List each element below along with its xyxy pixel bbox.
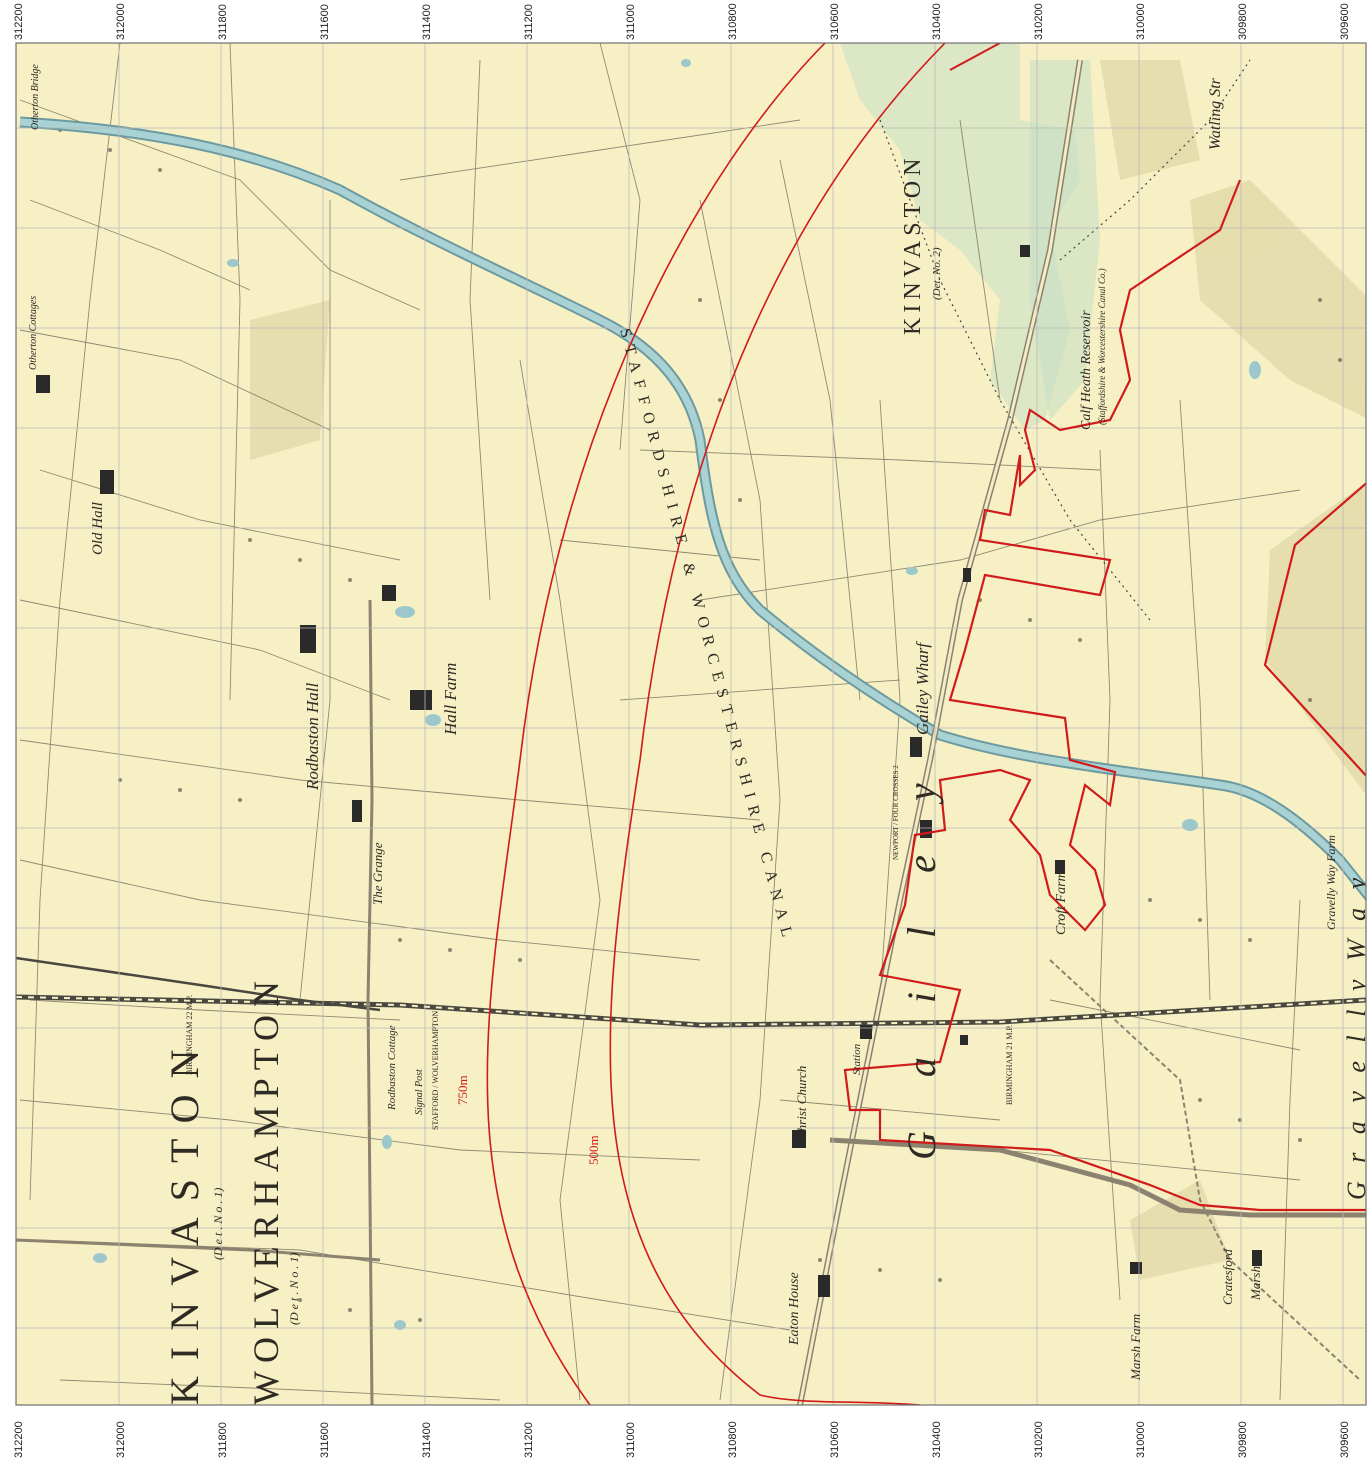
bottom-tick-9: 310400 bbox=[931, 1421, 943, 1458]
map-body: 750m 500m KINVASTON (D e t . N o . 1) WO… bbox=[16, 43, 1371, 1405]
reservoir-water bbox=[1030, 60, 1100, 420]
label-signal-post: Signal Post bbox=[414, 1069, 425, 1115]
top-tick-13: 309600 bbox=[1339, 3, 1351, 40]
gravelly-way-track bbox=[1049, 959, 1361, 1381]
label-stafford-wolverhampton: STAFFORD / WOLVERHAMPTON bbox=[431, 1011, 440, 1130]
paper-background bbox=[16, 43, 1366, 1405]
rodbaston-lane bbox=[366, 599, 374, 1405]
label-watling-street: Watling Str bbox=[1207, 77, 1224, 150]
label-eaton-house: Eaton House bbox=[787, 1272, 802, 1346]
bottom-tick-10: 310200 bbox=[1033, 1421, 1045, 1458]
label-cratesford: Cratesford bbox=[1220, 1249, 1235, 1305]
label-birmingham-22: BIRMINGHAM 22 M.P. bbox=[185, 995, 194, 1075]
top-tick-4: 311400 bbox=[421, 4, 433, 40]
top-tick-10: 310200 bbox=[1033, 3, 1045, 40]
label-croft-farm: Croft Farm bbox=[1054, 871, 1069, 935]
place-wolverhampton: WOLVERHAMPTON bbox=[246, 973, 286, 1405]
label-marsh-farm: Marsh Farm bbox=[1128, 1314, 1143, 1381]
bottom-tick-0: 312200 bbox=[13, 1421, 25, 1458]
bottom-tick-13: 309600 bbox=[1339, 1421, 1351, 1458]
label-newport-four-crosses: NEWPORT / FOUR CROSSES 2 bbox=[892, 765, 900, 860]
canal-water bbox=[19, 118, 1366, 899]
bottom-tick-8: 310600 bbox=[829, 1421, 841, 1458]
buffer-label-750m: 750m bbox=[455, 1075, 470, 1105]
label-old-hall: Old Hall bbox=[90, 502, 106, 555]
label-calf-heath-reservoir: Calf Heath Reservoir bbox=[1079, 310, 1094, 430]
label-the-grange: The Grange bbox=[370, 842, 385, 905]
bottom-tick-1: 312000 bbox=[115, 1421, 127, 1458]
buffer-label-500m: 500m bbox=[586, 1135, 601, 1165]
top-tick-2: 311800 bbox=[217, 4, 229, 40]
label-otherton-cottages: Otherton Cottages bbox=[28, 296, 39, 370]
buffer-750m-line[interactable] bbox=[486, 43, 826, 1405]
top-tick-labels: 312200 312000 311800 311600 311400 31120… bbox=[13, 3, 1351, 40]
ponds bbox=[93, 59, 1261, 1330]
bottom-tick-4: 311400 bbox=[421, 1422, 433, 1458]
grid-lines bbox=[16, 43, 1366, 1405]
label-station: Station bbox=[851, 1043, 863, 1075]
label-gailey-wharf: Gailey Wharf bbox=[913, 641, 932, 735]
label-hall-farm: Hall Farm bbox=[441, 663, 460, 736]
label-birmingham-21: BIRMINGHAM 21 M.P. bbox=[1005, 1025, 1014, 1105]
top-tick-12: 309800 bbox=[1237, 3, 1249, 40]
bottom-tick-12: 309800 bbox=[1237, 1421, 1249, 1458]
railway-siding bbox=[16, 956, 381, 1012]
bottom-tick-5: 311200 bbox=[523, 1422, 535, 1458]
top-tick-8: 310600 bbox=[829, 3, 841, 40]
top-tick-11: 310000 bbox=[1135, 3, 1147, 40]
bottom-tick-6: 311000 bbox=[625, 1422, 637, 1458]
map-neatline bbox=[15, 42, 1367, 1406]
label-marsh: Marsh bbox=[1248, 1266, 1263, 1301]
top-tick-6: 311000 bbox=[625, 4, 637, 40]
gravelly-way-road bbox=[829, 1137, 1366, 1218]
calf-heath-reservoir-area bbox=[840, 43, 1080, 430]
top-tick-0: 312200 bbox=[13, 3, 25, 40]
label-rodbaston-hall: Rodbaston Hall bbox=[303, 683, 322, 791]
top-tick-9: 310400 bbox=[931, 3, 943, 40]
top-tick-3: 311600 bbox=[319, 4, 331, 40]
bottom-tick-11: 310000 bbox=[1135, 1421, 1147, 1458]
label-rodbaston-cottage: Rodbaston Cottage bbox=[386, 1025, 398, 1111]
top-tick-7: 310800 bbox=[727, 3, 739, 40]
top-tick-1: 312000 bbox=[115, 3, 127, 40]
bottom-tick-labels: 312200 312000 311800 311600 311400 31120… bbox=[13, 1421, 1351, 1458]
bottom-tick-3: 311600 bbox=[319, 1422, 331, 1458]
label-christ-church: Christ Church bbox=[794, 1066, 809, 1140]
top-tick-5: 311200 bbox=[523, 4, 535, 40]
place-kinvaston-south: KINVASTON bbox=[162, 1034, 207, 1405]
site-boundary[interactable] bbox=[843, 179, 1370, 1212]
label-calf-heath-sub: (Staffordshire & Worcestershire Canal Co… bbox=[1097, 268, 1107, 425]
kinvaston-lane bbox=[16, 1238, 381, 1262]
hedgerow-trees bbox=[58, 128, 1342, 1322]
bottom-tick-2: 311800 bbox=[217, 1422, 229, 1458]
place-kinvaston-north: KINVASTON bbox=[900, 154, 926, 335]
woodland-areas bbox=[250, 60, 1366, 1280]
place-kinvaston-south-det: (D e t . N o . 1) bbox=[211, 1188, 225, 1260]
site-boundary-north bbox=[949, 43, 1001, 71]
buffer-500m-line[interactable] bbox=[609, 43, 946, 1405]
parish-boundary-2 bbox=[1059, 59, 1251, 261]
parish-boundary bbox=[879, 119, 1151, 621]
site-boundary-east[interactable] bbox=[1263, 480, 1370, 780]
place-gravelly-way: G r a v e l l y W a y bbox=[1342, 872, 1371, 1200]
place-gailey: G a i l e y bbox=[899, 761, 944, 1160]
bottom-tick-7: 310800 bbox=[727, 1421, 739, 1458]
place-wolverhampton-det: (D e t . N o . 1) bbox=[287, 1253, 301, 1325]
label-gravelly-way-farm: Gravelly Way Farm bbox=[1324, 835, 1338, 930]
label-otherton-bridge: Otherton Bridge bbox=[30, 64, 41, 130]
place-kinvaston-north-det: (Det. No. 2) bbox=[931, 247, 943, 300]
railway-sleepers bbox=[16, 996, 1366, 1027]
